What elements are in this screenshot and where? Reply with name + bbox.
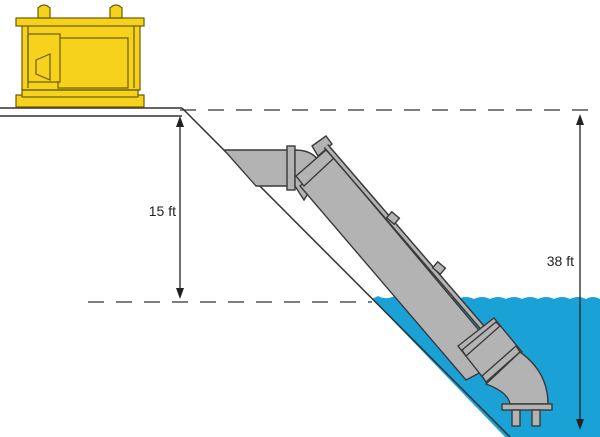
guide-bracket [431,260,447,276]
power-unit-exhaust [35,53,51,81]
dimension-label-38ft: 38 ft [547,253,574,269]
arrow-up-icon [576,114,584,125]
lifting-eye-left-icon [37,4,51,19]
discharge-flange [286,145,296,191]
dimension-38ft: 38 ft [547,114,584,430]
motor-housing [457,317,523,386]
guide-bracket [385,210,401,226]
power-unit-top-rail [15,17,145,27]
suction-base-plate [501,403,553,411]
arrow-down-icon [176,288,184,299]
arrow-down-icon [576,419,584,430]
arrow-up-icon [176,116,184,127]
power-unit [15,4,145,108]
column-flange-top [311,135,333,158]
power-unit-engine-block [57,37,129,89]
guide-rail-inner [324,145,502,349]
suction-base-foot [511,409,521,427]
suction-base-foot [531,409,541,427]
dimension-label-15ft: 15 ft [149,203,176,219]
pipe-assembly [222,135,553,427]
motor-band-upper [461,321,502,358]
lifting-eye-right-icon [109,4,123,19]
dimension-15ft: 15 ft [149,116,184,299]
ground-platform [0,108,505,437]
